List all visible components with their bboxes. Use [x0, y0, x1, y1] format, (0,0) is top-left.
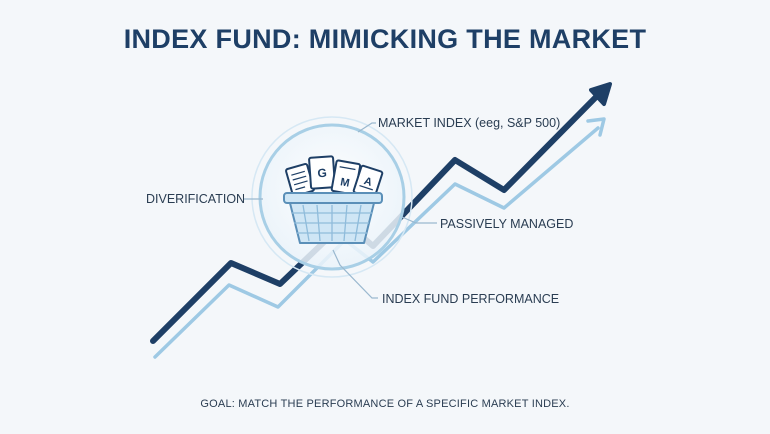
document-icon: G M A [285, 155, 384, 200]
callout-passively-managed [401, 216, 437, 224]
card-letter-4: A [362, 175, 373, 189]
basket-icon [283, 192, 383, 244]
label-diversification: DIVERIFICATION [146, 192, 246, 206]
card-letter-3: M [339, 176, 350, 189]
card-letter-2: G [317, 166, 327, 181]
arrow-head-icon [589, 82, 612, 106]
callout-fund-performance [332, 249, 378, 299]
label-market-index: MARKET INDEX (eeg, S&P 500) [378, 116, 561, 130]
callout-lines [243, 122, 437, 299]
label-index-fund-performance: INDEX FUND PERFORMANCE [382, 292, 560, 306]
page-title: INDEX FUND: MIMICKING THE MARKET [123, 24, 647, 54]
callout-market-index [357, 122, 376, 133]
label-passively-managed: PASSIVELY MANAGED [440, 217, 574, 231]
goal-caption: GOAL: MATCH THE PERFORMANCE OF A SPECIFI… [200, 398, 570, 410]
